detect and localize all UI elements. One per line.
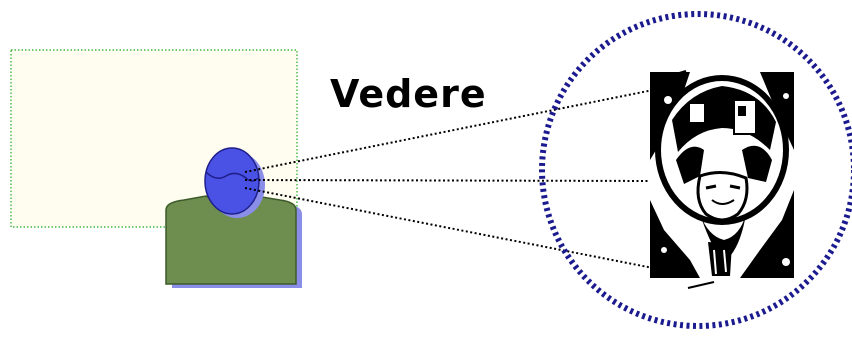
sight-line-top <box>244 89 654 173</box>
self-portrait-in-sphere-image <box>650 70 794 289</box>
person-icon <box>165 147 302 288</box>
sight-line-middle <box>244 179 654 182</box>
sight-line-bottom <box>244 187 654 269</box>
title-vedere: Vedere <box>330 72 487 116</box>
view-circle <box>539 11 852 329</box>
sight-lines <box>244 89 654 269</box>
